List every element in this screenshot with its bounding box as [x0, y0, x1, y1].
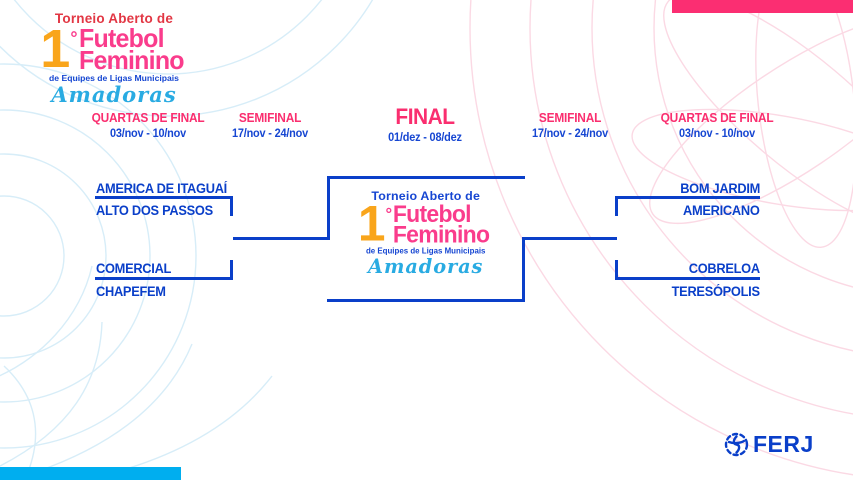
round-title: QUARTAS DE FINAL	[91, 111, 205, 125]
round-header-semifinal-right: SEMIFINAL 17/nov - 24/nov	[480, 111, 660, 140]
logo-titles: Futebol Feminino	[393, 199, 493, 248]
round-header-quarterfinal-left: QUARTAS DE FINAL 03/nov - 10/nov	[58, 111, 238, 140]
team-name: CHAPEFEM	[96, 284, 166, 299]
bracket-stub-final-left	[327, 176, 330, 240]
bracket-line-final-top	[327, 176, 525, 179]
bracket-line-left-match1	[95, 196, 233, 199]
team-name: AMERICANO	[683, 203, 760, 218]
logo-main-row: 1 ° Futebol Feminino	[40, 18, 188, 79]
logo-script-word: Amadoras	[51, 82, 177, 108]
final-slot-logo-wrap: Torneio Aberto de 1 ° Futebol Feminino d…	[327, 190, 525, 283]
logo-title-line1: Futebol	[78, 22, 165, 53]
bracket-line-final-bottom	[327, 299, 525, 302]
decorative-circles-left	[0, 0, 374, 473]
round-title: FINAL	[395, 104, 455, 129]
logo-subtitle: de Equipes de Ligas Municipais	[49, 72, 179, 83]
bracket-line-right-match1	[615, 196, 760, 199]
round-title: QUARTAS DE FINAL	[660, 111, 774, 125]
round-dates: 17/nov - 24/nov	[231, 128, 309, 140]
ferj-ball-icon	[724, 432, 749, 457]
logo-top-line: Torneio Aberto de	[54, 11, 174, 26]
bracket-stub-final-right	[522, 237, 525, 302]
round-header-final: FINAL 01/dez - 08/dez	[335, 104, 515, 144]
logo-top-line: Torneio Aberto de	[371, 189, 481, 203]
top-right-accent-bar	[672, 0, 853, 13]
bracket-tick-right-match2	[615, 260, 618, 280]
ferj-wordmark: FERJ	[753, 431, 814, 457]
logo-titles: Futebol Feminino	[78, 22, 188, 75]
round-header-quarterfinal-right: QUARTAS DE FINAL 03/nov - 10/nov	[627, 111, 807, 140]
logo-main-row: 1 ° Futebol Feminino	[358, 195, 494, 252]
team-name: TERESÓPOLIS	[671, 284, 760, 299]
logo-title-line1: Futebol	[393, 199, 472, 228]
bracket-tick-left-match1	[230, 196, 233, 216]
logo-number: 1	[40, 18, 71, 79]
team-name: COBRELOA	[688, 261, 760, 276]
ferj-logo: FERJ	[723, 431, 814, 458]
bottom-left-accent-bar	[0, 467, 181, 480]
round-title: SEMIFINAL	[538, 111, 602, 125]
tournament-logo-center: Torneio Aberto de 1 ° Futebol Feminino d…	[358, 190, 494, 276]
bracket-tick-right-match1	[615, 196, 618, 216]
round-dates: 17/nov - 24/nov	[531, 128, 609, 140]
decorative-circles-right	[469, 0, 853, 476]
round-dates: 01/dez - 08/dez	[388, 132, 462, 144]
logo-script-word: Amadoras	[368, 254, 484, 278]
bracket-connector-left-semifinal	[233, 237, 327, 240]
round-dates: 03/nov - 10/nov	[678, 128, 756, 140]
bracket-line-right-match2	[615, 277, 760, 280]
logo-degree-symbol: °	[385, 204, 393, 223]
logo-subtitle: de Equipes de Ligas Municipais	[366, 245, 486, 255]
logo-number: 1	[358, 195, 386, 252]
team-name: ALTO DOS PASSOS	[96, 203, 213, 218]
bracket-tick-left-match2	[230, 260, 233, 280]
bracket-line-left-match2	[95, 277, 233, 280]
tournament-logo-corner: Torneio Aberto de 1 ° Futebol Feminino d…	[28, 12, 200, 105]
logo-title-line2: Feminino	[393, 219, 490, 248]
logo-degree-symbol: °	[70, 27, 78, 48]
team-name: BOM JARDIM	[680, 181, 760, 196]
bracket-connector-right-semifinal	[522, 237, 617, 240]
logo-title-line2: Feminino	[78, 44, 185, 75]
round-dates: 03/nov - 10/nov	[109, 128, 187, 140]
team-name: AMERICA DE ITAGUAÍ	[96, 181, 227, 196]
round-header-semifinal-left: SEMIFINAL 17/nov - 24/nov	[180, 111, 360, 140]
round-title: SEMIFINAL	[238, 111, 302, 125]
team-name: COMERCIAL	[96, 261, 172, 276]
